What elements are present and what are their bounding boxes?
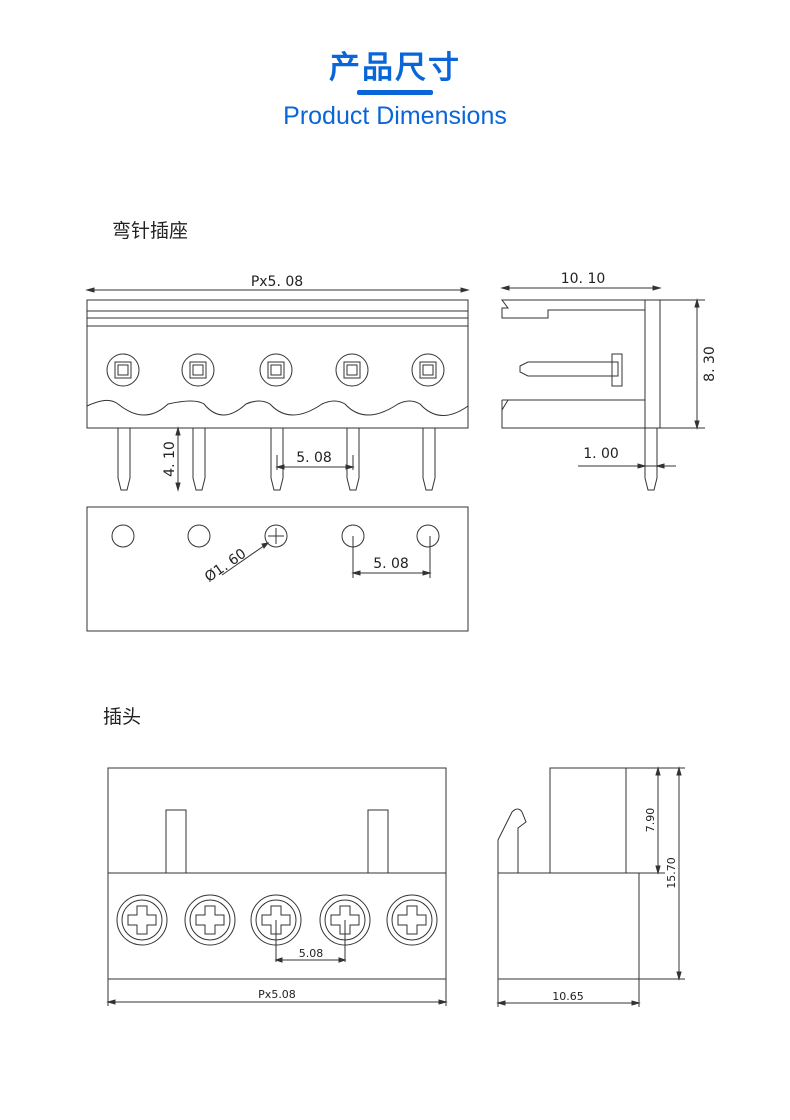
section-label-header-socket: 弯针插座 bbox=[112, 220, 189, 242]
dim-header-height: 8. 30 bbox=[702, 346, 718, 382]
dim-header-pitch: Px5. 08 bbox=[251, 274, 303, 290]
dim-plug-height: 15.70 bbox=[665, 857, 678, 889]
dim-plug-pitch: Px5.08 bbox=[258, 988, 296, 1001]
section-label-plug: 插头 bbox=[103, 706, 142, 728]
header-screw-4 bbox=[335, 353, 369, 387]
hole-5 bbox=[416, 524, 440, 548]
dim-plug-upper: 7.90 bbox=[644, 808, 657, 833]
header-pin-1 bbox=[117, 428, 131, 491]
plug-screw-5 bbox=[386, 894, 438, 946]
header-pin-4 bbox=[346, 428, 360, 491]
header-front-view bbox=[85, 287, 470, 492]
plug-front-view bbox=[106, 767, 448, 1006]
dim-plug-depth: 10.65 bbox=[552, 990, 584, 1003]
hole-2 bbox=[187, 524, 211, 548]
header-screw-3 bbox=[259, 353, 293, 387]
dim-header-pin-spacing: 5. 08 bbox=[296, 450, 332, 466]
plug-screw-1 bbox=[116, 894, 168, 946]
dim-hole-spacing: 5. 08 bbox=[373, 556, 409, 572]
plug-side-view bbox=[496, 766, 685, 1007]
page-title-cn: 产品尺寸 bbox=[329, 50, 461, 86]
page-title-en: Product Dimensions bbox=[283, 102, 507, 130]
title-underline bbox=[357, 90, 433, 95]
header-bottom-view bbox=[86, 506, 469, 632]
header-screw-5 bbox=[411, 353, 445, 387]
header-screw-1 bbox=[106, 353, 140, 387]
header-screw-2 bbox=[181, 353, 215, 387]
header-pin-5 bbox=[422, 428, 436, 491]
dim-header-pin-width: 1. 00 bbox=[583, 446, 619, 462]
plug-screw-2 bbox=[184, 894, 236, 946]
dim-plug-pin-spacing: 5.08 bbox=[299, 947, 324, 960]
dim-header-pin-length: 4. 10 bbox=[162, 441, 178, 477]
header-pin-3 bbox=[270, 428, 284, 491]
header-side-view bbox=[500, 285, 705, 491]
header-pin-2 bbox=[192, 428, 206, 491]
hole-3 bbox=[264, 524, 288, 548]
dim-header-depth: 10. 10 bbox=[561, 271, 606, 287]
hole-1 bbox=[111, 524, 135, 548]
dim-hole-diameter: Ø1. 60 bbox=[202, 546, 249, 586]
